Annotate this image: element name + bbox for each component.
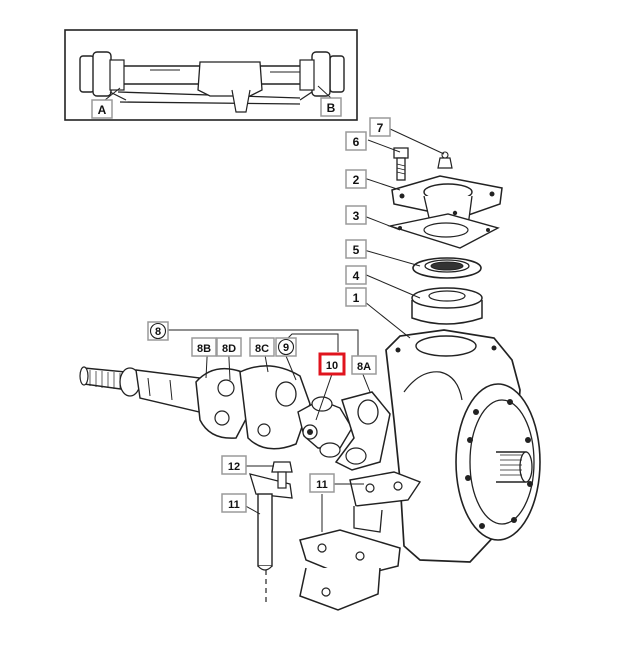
- label-5: 5: [353, 243, 360, 257]
- label-10: 10: [326, 360, 338, 372]
- label-8: 8: [155, 326, 161, 338]
- label-8D: 8D: [222, 343, 236, 355]
- bearing-part: [411, 287, 483, 325]
- axle-overview-inset: A B: [64, 29, 358, 121]
- label-B: B: [327, 101, 336, 115]
- retaining-bolt-part: [271, 461, 293, 489]
- steering-knuckle-part: [385, 329, 541, 563]
- label-1: 1: [353, 291, 360, 305]
- label-A: A: [98, 103, 107, 117]
- seal-part: [412, 257, 482, 279]
- steering-arm-part: [299, 471, 422, 611]
- label-12: 12: [228, 461, 240, 473]
- label-8A: 8A: [357, 361, 371, 373]
- part-labels: 7 6 2 3 5 4 1 8 8B 8D 8C 9: [147, 117, 391, 513]
- label-11-left: 11: [228, 499, 240, 511]
- label-9: 9: [283, 342, 289, 354]
- grease-nipple-part: [437, 151, 453, 169]
- gasket-part: [387, 213, 500, 249]
- label-3: 3: [353, 209, 360, 223]
- drive-shaft-part: [79, 365, 391, 471]
- label-2: 2: [353, 173, 360, 187]
- label-6: 6: [353, 135, 360, 149]
- kingpin-part: [249, 473, 293, 602]
- label-11-right: 11: [316, 479, 328, 491]
- label-7: 7: [377, 121, 384, 135]
- highlight-box: [318, 352, 346, 376]
- bolt-part: [393, 147, 409, 181]
- label-8B: 8B: [197, 343, 211, 355]
- label-4: 4: [353, 269, 360, 283]
- label-8C: 8C: [255, 343, 269, 355]
